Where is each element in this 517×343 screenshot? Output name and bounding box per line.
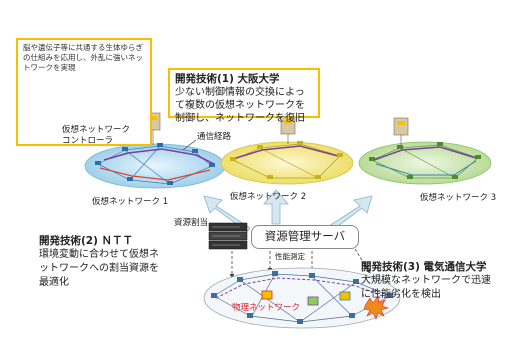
callout-uec: 開発技術(3) 電気通信大学 大規模なネットワークで迅速に性能劣化を検出 [356, 259, 496, 305]
callout-uec-title: 開発技術(3) 電気通信大学 [361, 261, 487, 273]
virtual-network-1 [84, 143, 226, 189]
callout-uec-body: 大規模なネットワークで迅速に性能劣化を検出 [361, 275, 491, 300]
callout-ntt-body: 環境変動に合わせて仮想ネットワークへの割当資源を最適化 [39, 249, 159, 288]
measurement-label: 性能測定 [275, 252, 305, 261]
controller-icon-3 [393, 117, 409, 145]
path-label: 通信経路 [197, 132, 232, 142]
server-rack-icon [208, 222, 248, 250]
virtual-network-2 [220, 141, 354, 185]
physical-network-label: 物理ネットワーク [232, 303, 301, 313]
virtual-network-3 [358, 141, 492, 185]
controller-icon-2 [280, 116, 296, 144]
path-pointer [182, 139, 197, 151]
callout-osaka-title: 開発技術(1) 大阪大学 [175, 73, 280, 85]
resource-server-box: 資源管理サーバ [251, 225, 359, 249]
arrow-to-vnet2 [263, 189, 289, 225]
callout-osaka-body: 少ない制御情報の交換によって複数の仮想ネットワークを制御し、ネットワークを復旧 [175, 87, 305, 124]
vnet2-label: 仮想ネットワーク 2 [230, 192, 307, 202]
controller-label: 仮想ネットワーク コントローラ [62, 125, 131, 146]
callout-ntt-title: 開発技術(2) ＮＴＴ [39, 235, 134, 247]
bio-note-text: 脳や遺伝子等に共通する生体ゆらぎの仕組みを応用し、外乱に強いネットワークを実現 [23, 43, 143, 72]
physical-network [203, 267, 401, 329]
bio-note-box: 脳や遺伝子等に共通する生体ゆらぎの仕組みを応用し、外乱に強いネットワークを実現 [16, 38, 152, 146]
vnet1-label: 仮想ネットワーク 1 [92, 197, 169, 207]
multicolor-switch-nodes [261, 290, 351, 306]
callout-osaka: 開発技術(1) 大阪大学 少ない制御情報の交換によって複数の仮想ネットワークを制… [168, 68, 320, 124]
failure-burst-icon [363, 295, 390, 320]
arrow-to-vnet3 [325, 195, 373, 233]
callout-ntt: 開発技術(2) ＮＴＴ 環境変動に合わせて仮想ネットワークへの割当資源を最適化 [34, 232, 166, 288]
vnet3-label: 仮想ネットワーク 3 [420, 193, 497, 203]
allocation-label: 資源割当 [174, 218, 209, 228]
